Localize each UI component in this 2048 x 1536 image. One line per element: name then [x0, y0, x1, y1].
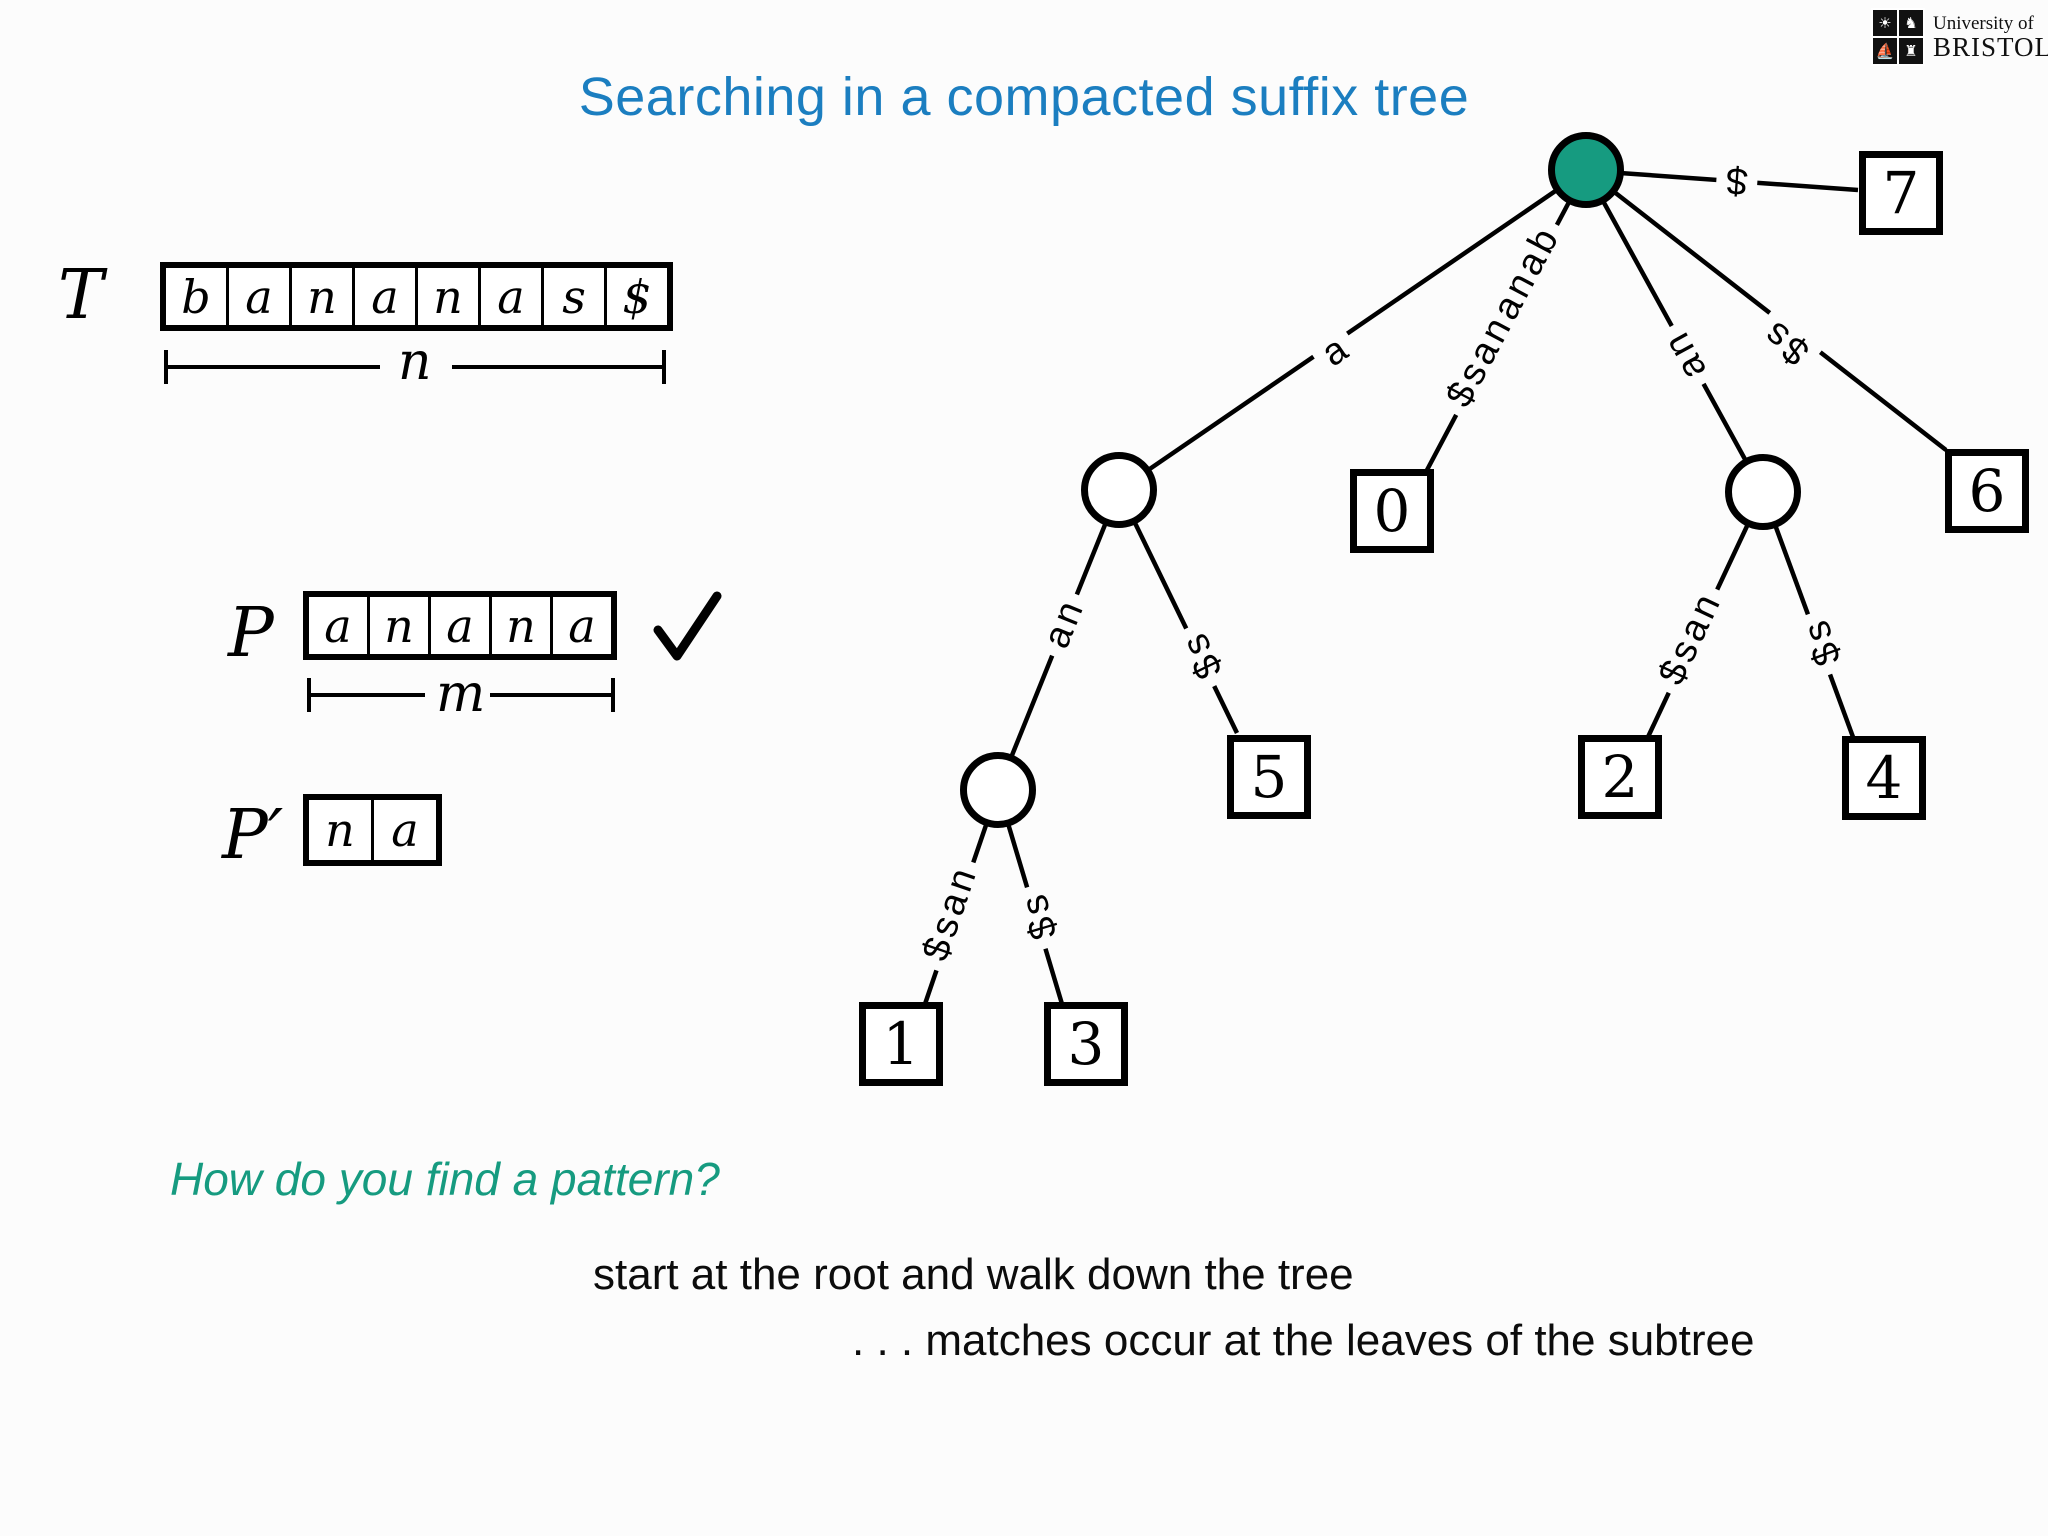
leaf-number: 0: [1373, 477, 1411, 545]
internal-node-nodeB: [960, 752, 1036, 828]
sequence-cell: n: [370, 597, 431, 654]
logo-line2: BRISTOL: [1933, 32, 2048, 62]
tree-edge-root-nodeA: [1117, 168, 1588, 492]
sequence-cell: n: [418, 268, 481, 325]
sequence-cell: a: [391, 803, 419, 857]
edge-label-root-leaf7: $: [1714, 155, 1760, 205]
leaf-box-6: 6: [1945, 449, 2029, 533]
leaf-box-0: 0: [1350, 469, 1434, 553]
sequence-cell: s: [544, 268, 607, 325]
university-crest-icon: ☀♞⛵♜: [1871, 8, 1925, 66]
leaf-number: 4: [1865, 744, 1903, 812]
root-node: [1548, 132, 1624, 208]
tree-edge-root-leaf6: [1584, 168, 1948, 452]
sequence-cell: a: [568, 598, 596, 653]
leaf-box-7: 7: [1859, 151, 1943, 235]
caption-line2: . . . matches occur at the leaves of the…: [852, 1316, 1755, 1365]
internal-node-nodeNA: [1725, 454, 1801, 530]
leaf-box-3: 3: [1044, 1002, 1128, 1086]
leaf-number: 2: [1601, 743, 1639, 811]
leaf-box-4: 4: [1842, 736, 1926, 820]
edge-label-char: $: [1724, 158, 1750, 203]
sequence-cell: n: [492, 597, 553, 654]
internal-node-nodeA: [1081, 452, 1157, 528]
sequence-cell: a: [481, 268, 544, 325]
n-measure-bracket: [164, 350, 666, 384]
label-T: T: [58, 256, 104, 335]
label-n: n: [398, 332, 432, 392]
leaf-box-2: 2: [1578, 735, 1662, 819]
page-title: Searching in a compacted suffix tree: [578, 67, 1470, 127]
caption-line1: start at the root and walk down the tree: [593, 1250, 1354, 1299]
logo-line1: University of: [1933, 13, 2034, 34]
leaf-number: 3: [1067, 1010, 1105, 1078]
crest-sun-icon: ☀: [1871, 8, 1899, 38]
tree-edges: [922, 168, 1948, 1005]
leaf-number: 1: [882, 1010, 920, 1078]
tree-edge-nodeA-leaf5: [1116, 489, 1240, 734]
checkmark-icon: [653, 591, 722, 661]
sequence-cell: a: [431, 597, 492, 654]
crest-horse-icon: ♞: [1897, 8, 1925, 38]
sequence-cell: b: [166, 268, 229, 325]
leaf-box-1: 1: [859, 1002, 943, 1086]
sequence-cell: a: [229, 268, 292, 325]
university-logo: ☀♞⛵♜ University of BRISTOL: [1871, 8, 2048, 66]
crest-castle-icon: ♜: [1897, 36, 1925, 66]
label-m: m: [436, 664, 486, 724]
leaf-number: 7: [1882, 159, 1920, 227]
leaf-number: 5: [1250, 743, 1288, 811]
leaf-box-5: 5: [1227, 735, 1311, 819]
sequence-cell: a: [355, 268, 418, 325]
leaf-number: 6: [1968, 457, 2006, 525]
m-measure-bracket: [307, 678, 615, 712]
sequence-cell: n: [292, 268, 355, 325]
question-text: How do you find a pattern?: [170, 1153, 720, 1205]
sequence-cell: $: [622, 269, 652, 324]
label-P-prime: P′: [222, 796, 284, 875]
sequence-cell: a: [309, 597, 370, 654]
university-logo-text: University of BRISTOL: [1933, 13, 2048, 62]
sequence-cell: n: [309, 800, 374, 860]
label-P: P: [228, 594, 274, 673]
crest-ship-icon: ⛵: [1871, 36, 1899, 66]
